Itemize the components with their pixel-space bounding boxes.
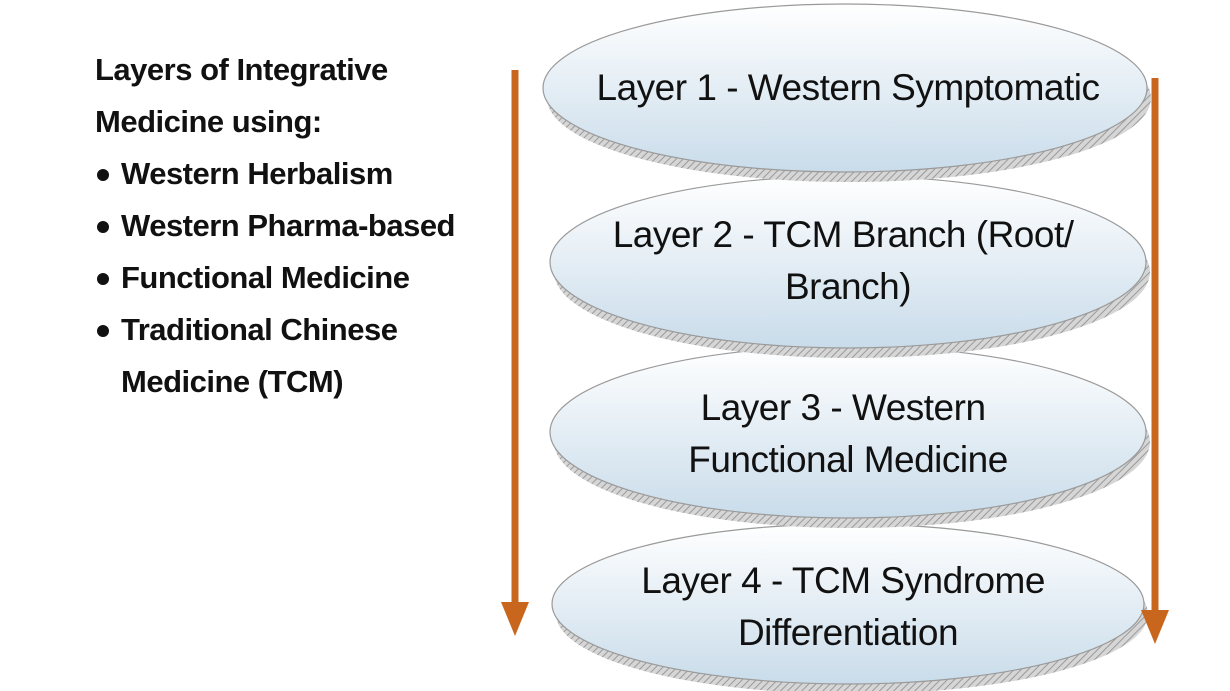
bullet-item-label: Functional Medicine <box>121 260 410 295</box>
sidebar-heading-line: Medicine using: <box>95 104 322 139</box>
sidebar-heading-line: Layers of Integrative <box>95 52 388 87</box>
bullet-item-label: Western Herbalism <box>121 156 393 191</box>
layer-3-ellipse <box>549 345 1147 519</box>
bullet-item-label: Traditional Chinese <box>121 312 398 347</box>
sidebar-panel: Layers of Integrative Medicine using: We… <box>95 44 495 408</box>
bullet-item-label: Western Pharma-based <box>121 208 456 243</box>
sidebar-bullet-list: Western Herbalism Western Pharma-based F… <box>95 148 495 408</box>
bullet-item-functional-medicine: Functional Medicine <box>95 252 495 304</box>
layer-4-label: Layer 4 - TCM Syndrome Differentiation <box>641 560 1054 653</box>
layer-2-label: Layer 2 - TCM Branch (Root/ Branch) <box>613 214 1084 307</box>
layer-3-label: Layer 3 - Western Functional Medicine <box>688 387 1008 480</box>
layer-4: Layer 4 - TCM Syndrome Differentiation <box>551 523 1148 691</box>
layer-3-label-line: Layer 3 - Western <box>701 387 986 428</box>
layer-1-ellipse <box>542 3 1148 173</box>
layer-1-label: Layer 1 - Western Symptomatic <box>597 67 1100 108</box>
right-arrow-head <box>1141 610 1169 644</box>
left-arrow-head <box>501 602 529 636</box>
layer-2-ellipse <box>549 175 1147 349</box>
layer-4-label-line: Differentiation <box>738 612 958 653</box>
layer-4-label-line: Layer 4 - TCM Syndrome <box>641 560 1045 601</box>
bullet-item-tcm: Traditional Chinese Medicine (TCM) <box>95 304 495 408</box>
sidebar-heading: Layers of Integrative Medicine using: <box>95 44 495 148</box>
bullet-item-label-continued: Medicine (TCM) <box>121 364 344 399</box>
arrow-down-icon <box>1141 78 1169 644</box>
layer-3: Layer 3 - Western Functional Medicine <box>549 345 1150 528</box>
arrow-down-icon <box>501 70 529 636</box>
layer-2-label-line: Layer 2 - TCM Branch (Root/ <box>613 214 1075 255</box>
layer-2-label-line: Branch) <box>785 266 911 307</box>
layer-1: Layer 1 - Western Symptomatic <box>542 3 1151 182</box>
layer-3-label-line: Functional Medicine <box>688 439 1008 480</box>
bullet-item-western-herbalism: Western Herbalism <box>95 148 495 200</box>
layer-4-ellipse <box>551 523 1145 685</box>
bullet-item-western-pharma: Western Pharma-based <box>95 200 495 252</box>
layer-2: Layer 2 - TCM Branch (Root/ Branch) <box>549 175 1150 358</box>
layer-1-label-line: Layer 1 - Western Symptomatic <box>597 67 1100 108</box>
